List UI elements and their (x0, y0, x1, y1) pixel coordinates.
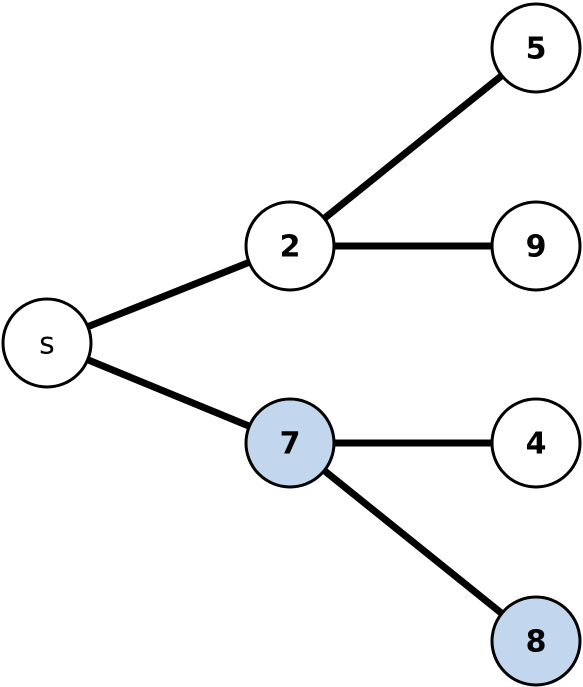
node-label-9: 9 (526, 230, 547, 265)
node-2: 2 (244, 200, 336, 292)
node-label-s: s (39, 327, 55, 362)
edge-2-5 (286, 44, 540, 250)
node-circle-9 (490, 200, 582, 292)
node-5: 5 (490, 2, 582, 94)
node-circle-8 (490, 595, 582, 687)
node-circle-4 (490, 397, 582, 489)
edge-layer (43, 44, 540, 645)
node-s: s (1, 297, 93, 389)
node-circle-2 (244, 200, 336, 292)
node-9: 9 (490, 200, 582, 292)
node-7: 7 (244, 397, 336, 489)
node-circle-7 (244, 397, 336, 489)
node-label-8: 8 (526, 625, 547, 660)
node-label-2: 2 (280, 230, 301, 265)
node-4: 4 (490, 397, 582, 489)
node-circle-s (1, 297, 93, 389)
node-8: 8 (490, 595, 582, 687)
node-label-4: 4 (526, 427, 547, 462)
edge-7-8 (286, 439, 540, 645)
node-label-7: 7 (280, 427, 301, 462)
node-label-5: 5 (526, 32, 547, 67)
node-circle-5 (490, 2, 582, 94)
